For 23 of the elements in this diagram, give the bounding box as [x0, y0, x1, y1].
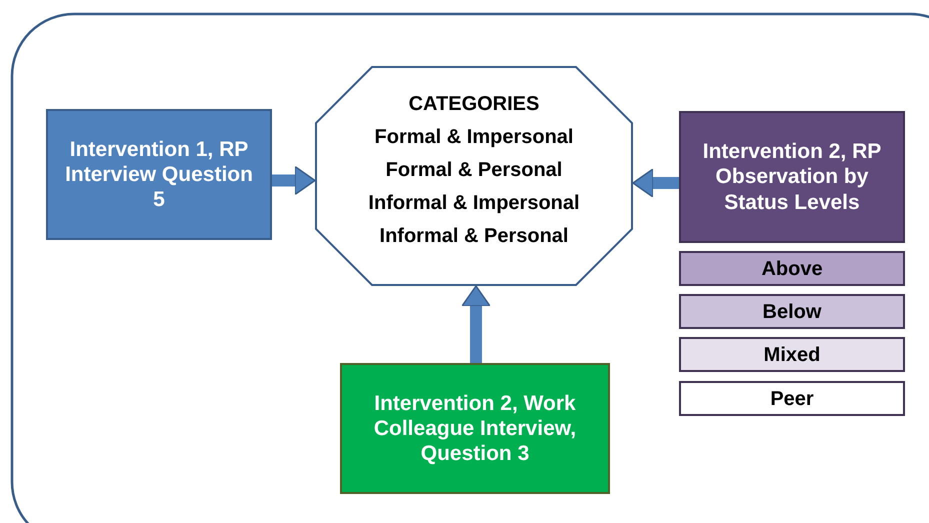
category-heading: CATEGORIES — [408, 92, 540, 117]
box-label: Below — [762, 300, 822, 324]
status-level-box — [679, 337, 905, 372]
category-item: Informal & Impersonal — [368, 191, 580, 216]
box-label: Intervention 1, RP Interview Question 5 — [64, 136, 254, 212]
status-level-box — [679, 251, 905, 286]
box-label: Intervention 2, RP Observation by Status Levels — [702, 139, 882, 215]
category-item: Informal & Personal — [380, 224, 568, 249]
category-item: Formal & Impersonal — [374, 125, 574, 150]
box-label: Mixed — [764, 342, 820, 366]
process-box — [46, 109, 272, 240]
box-label: Above — [761, 256, 823, 280]
block-arrow — [461, 285, 491, 363]
status-level-box — [679, 294, 905, 329]
block-arrow — [272, 166, 316, 196]
box-label: Peer — [770, 386, 814, 410]
status-level-box — [679, 381, 905, 416]
block-arrow — [632, 168, 679, 198]
box-label: Intervention 2, Work Colleague Interview, Question 3 — [372, 390, 578, 466]
category-item: Formal & Personal — [386, 158, 562, 183]
category-octagon — [315, 66, 633, 286]
process-box — [340, 363, 610, 494]
process-box — [679, 111, 905, 243]
